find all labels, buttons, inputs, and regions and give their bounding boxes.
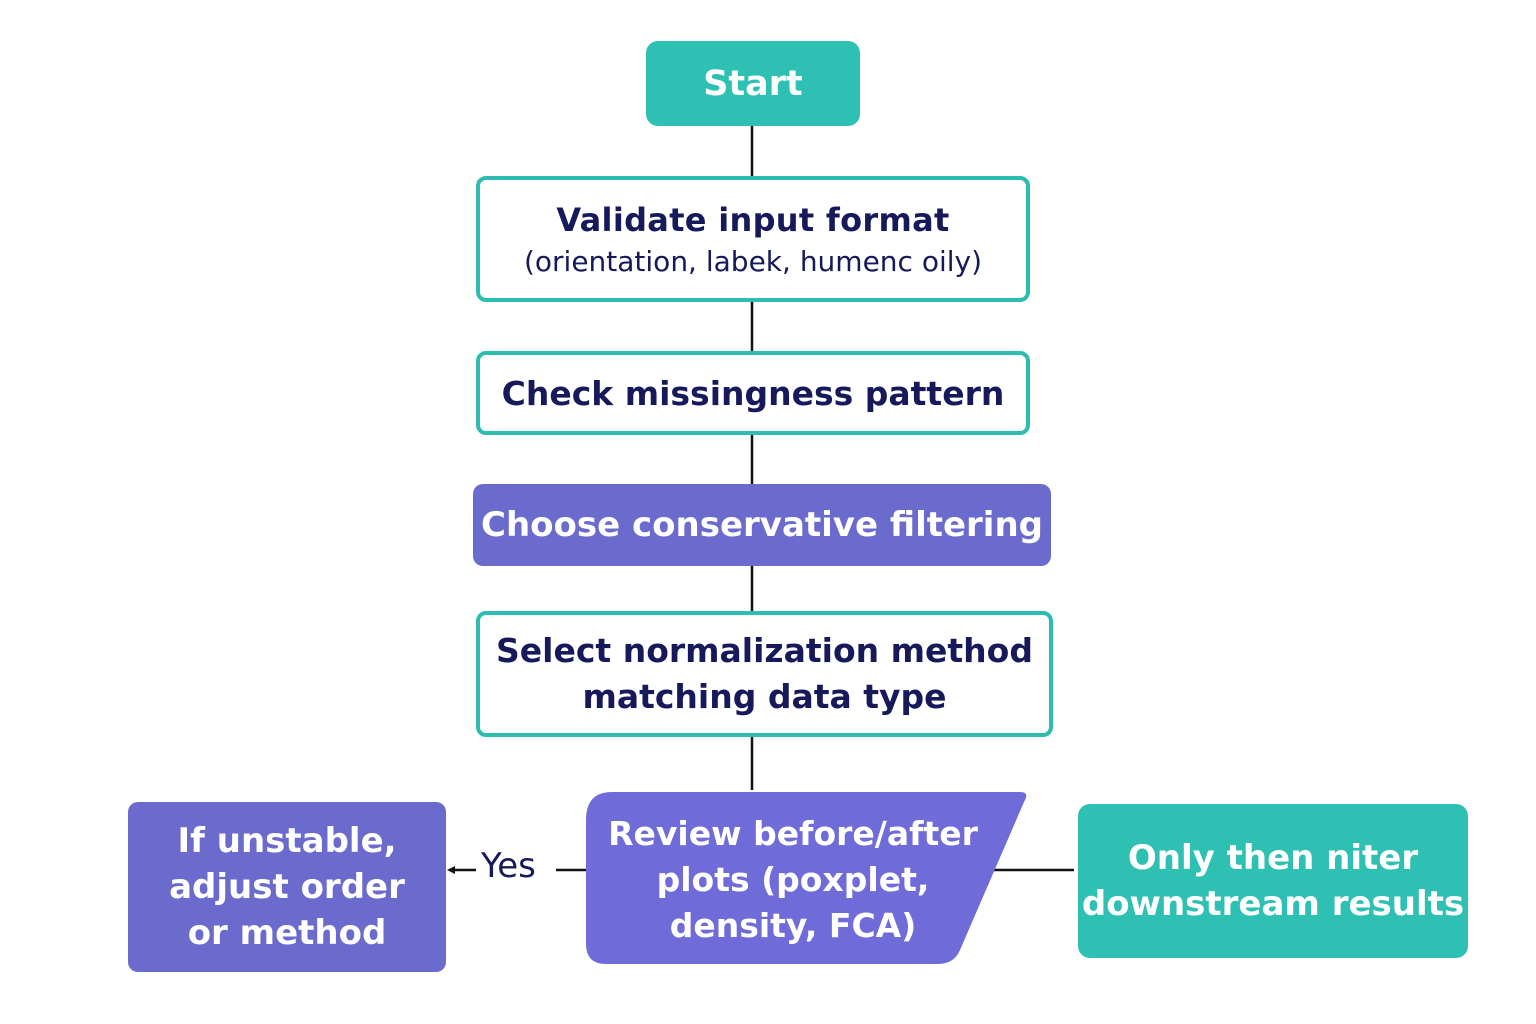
review-plots-node: Review before/after plots (poxplet, dens… bbox=[598, 800, 988, 960]
review-line-3: density, FCA) bbox=[669, 906, 917, 945]
check-label: Check missingness pattern bbox=[501, 373, 1005, 413]
check-missingness-node: Check missingness pattern bbox=[476, 351, 1030, 435]
select-line-2: matching data type bbox=[582, 677, 947, 716]
arrowhead-to-unstable bbox=[447, 866, 455, 874]
choose-label: Choose conservative filtering bbox=[481, 505, 1043, 545]
only-line-2: downstream results bbox=[1081, 884, 1465, 924]
select-normalization-node: Select normalization method matching dat… bbox=[476, 611, 1053, 737]
validate-title: Validate input format bbox=[556, 200, 950, 239]
validate-input-node: Validate input format (orientation, labe… bbox=[476, 176, 1030, 302]
unstable-line-3: or method bbox=[187, 913, 387, 953]
review-node-shape bbox=[586, 792, 1027, 964]
start-node: Start bbox=[646, 41, 860, 126]
start-label: Start bbox=[703, 63, 803, 104]
only-then-node: Only then niter downstream results bbox=[1078, 804, 1468, 958]
unstable-line-2: adjust order bbox=[169, 867, 405, 907]
choose-filtering-node: Choose conservative filtering bbox=[473, 484, 1051, 566]
validate-subtitle: (orientation, labek, humenc oily) bbox=[523, 244, 983, 278]
review-line-2: plots (poxplet, bbox=[656, 860, 930, 899]
review-line-1: Review before/after bbox=[608, 814, 978, 853]
unstable-line-1: If unstable, bbox=[177, 821, 397, 861]
only-line-1: Only then niter bbox=[1127, 838, 1419, 878]
yes-edge-label: Yes bbox=[481, 846, 536, 886]
select-line-1: Select normalization method bbox=[496, 631, 1033, 670]
if-unstable-node: If unstable, adjust order or method bbox=[128, 802, 446, 972]
